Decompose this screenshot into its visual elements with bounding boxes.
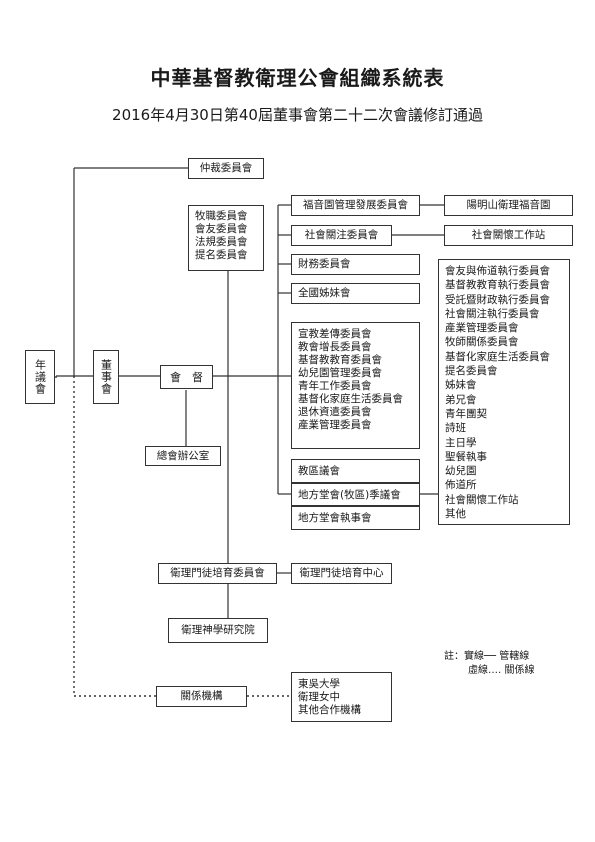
page-title: 中華基督教衛理公會組織系統表 [150,66,445,90]
gospel-garden-committee-box: 福音園管理發展委員會 [291,195,420,216]
note-dotted: 虛線‥‥ 關係線 [468,665,535,676]
committee-item: 產業管理委員會 [298,419,372,431]
committee-item: 基督化家庭生活委員會 [298,393,403,405]
note-label: 註： [444,651,464,662]
committees-right-box: 會友與佈道執行委員會 基督教教育執行委員會 受託暨財政執行委員會 社會關注執行委… [438,259,570,525]
annual-conference-box: 年議會 [25,350,55,404]
finance-committee-box: 財務委員會 [291,254,420,275]
yangmingshan-box: 陽明山衛理福音園 [444,195,573,216]
general-office-box: 總會辦公室 [145,446,221,466]
committee-item: 青年工作委員會 [298,380,372,392]
committee-item: 青年團契 [445,407,487,420]
arbitration-committee-box: 仲裁委員會 [188,158,264,179]
committee-item: 詩班 [445,422,466,435]
committees-left-box: 牧職委員會 會友委員會 法規委員會 提名委員會 [188,205,264,271]
legend-note: 註：實線── 管轄線 虛線‥‥ 關係線 [444,650,535,678]
committee-item: 會友委員會 [195,223,248,235]
sister-churches-box: 全國姊妹會 [291,283,420,304]
related-organizations-box: 關係機構 [156,686,247,707]
seminary-box: 衛理神學研究院 [168,618,268,643]
social-care-station-box: 社會關懷工作站 [444,225,573,246]
committee-item: 法規委員會 [195,236,248,248]
committee-item: 佈道所 [445,479,477,492]
committees-mid-box: 宣教差傳委員會 教會增長委員會 基督教教育委員會 幼兒園管理委員會 青年工作委員… [291,322,420,449]
page-subtitle: 2016年4月30日第40屆董事會第二十二次會議修訂通過 [112,106,483,124]
local-executive-board-box: 地方堂會執事會 [291,506,420,530]
partner-item: 東吳大學 [298,678,340,690]
committee-item: 基督化家庭生活委員會 [445,350,550,363]
committee-item: 姊妹會 [445,379,477,392]
committee-item: 主日學 [445,436,477,449]
partners-box: 東吳大學 衛理女中 其他合作機構 [291,672,392,722]
committee-item: 基督教教育委員會 [298,354,382,366]
committee-item: 提名委員會 [445,365,498,378]
committee-item: 產業管理委員會 [445,322,519,335]
committee-item: 基督教教育執行委員會 [445,279,550,292]
discipleship-center-box: 衛理門徒培育中心 [291,563,392,584]
note-solid: 實線── 管轄線 [464,651,530,662]
committee-item: 受託暨財政執行委員會 [445,293,550,306]
committee-item: 退休資遣委員會 [298,406,372,418]
committee-item: 社會關注執行委員會 [445,307,540,320]
committee-item: 幼兒園 [445,465,477,478]
committee-item: 提名委員會 [195,249,248,261]
committee-item: 會友與佈道執行委員會 [445,265,550,277]
discipleship-committee-box: 衛理門徒培育委員會 [158,563,277,584]
partner-item: 衛理女中 [298,691,340,703]
committee-item: 教會增長委員會 [298,341,372,353]
district-council-box: 教區議會 [291,459,420,483]
committee-item: 牧師關係委員會 [445,336,519,349]
committee-item: 幼兒園管理委員會 [298,367,382,379]
bishop-box: 會 督 [160,365,213,389]
local-quarterly-conference-box: 地方堂會(牧區)季議會 [291,483,420,506]
committee-item: 弟兄會 [445,393,477,406]
board-box: 董事會 [93,350,119,404]
committee-item: 宣教差傳委員會 [298,328,372,340]
committee-item: 其他 [445,508,466,521]
committee-item: 牧職委員會 [195,210,248,222]
committee-item: 社會關懷工作站 [445,493,519,506]
partner-item: 其他合作機構 [298,704,361,716]
social-concern-committee-box: 社會關注委員會 [291,225,392,246]
committee-item: 聖餐執事 [445,450,487,463]
